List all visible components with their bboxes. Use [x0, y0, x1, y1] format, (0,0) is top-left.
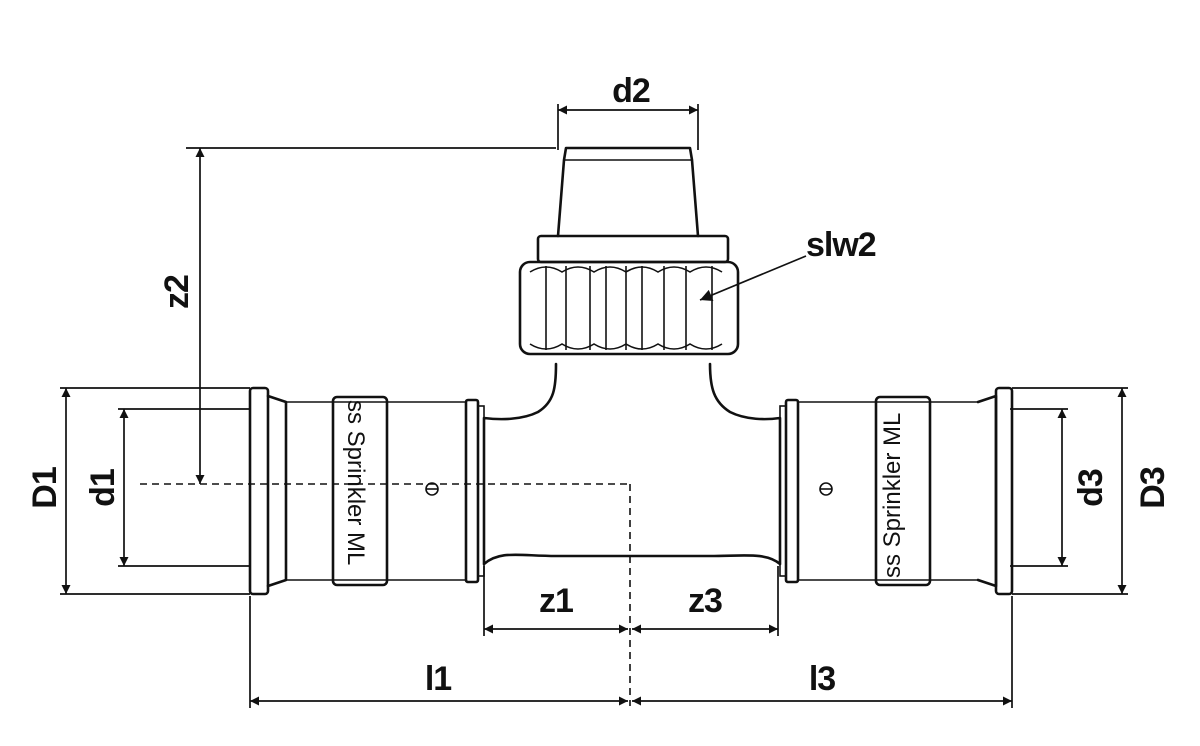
union-nut — [518, 260, 740, 356]
left-press-band — [331, 395, 389, 587]
branch-spigot — [556, 146, 700, 238]
union-nut-flutes — [529, 266, 723, 350]
label-D1: D1 — [26, 467, 64, 509]
fitting-body — [248, 146, 1014, 596]
centre-lines — [140, 483, 631, 706]
label-z1: z1 — [539, 582, 573, 620]
label-z2: z2 — [158, 275, 196, 309]
dimension-lines — [60, 104, 1128, 708]
left-end-flange — [248, 386, 270, 596]
right-socket-profile — [976, 394, 998, 588]
label-z3: z3 — [688, 582, 722, 620]
label-d1: d1 — [84, 469, 122, 507]
right-end-flange — [994, 386, 1014, 596]
dimension-labels: d2 slw2 z2 D1 d1 d3 D3 z1 z3 l1 l3 — [26, 72, 1172, 698]
left-socket-profile — [266, 394, 288, 588]
right-ring — [784, 398, 800, 584]
left-band-text: ss Sprinkler ML — [342, 400, 369, 565]
slw2-leader-arrow — [699, 255, 807, 301]
tee-run-body — [482, 362, 782, 566]
branch-base-ring — [536, 234, 730, 264]
label-D3: D3 — [1134, 467, 1172, 509]
left-ring — [464, 398, 480, 584]
label-l1: l1 — [425, 660, 451, 698]
label-d3: d3 — [1072, 469, 1110, 507]
label-slw2: slw2 — [806, 226, 876, 264]
right-band-text: ss Sprinkler ML — [879, 413, 906, 578]
label-d2: d2 — [612, 72, 650, 110]
label-l3: l3 — [809, 660, 835, 698]
right-press-band — [874, 395, 932, 587]
